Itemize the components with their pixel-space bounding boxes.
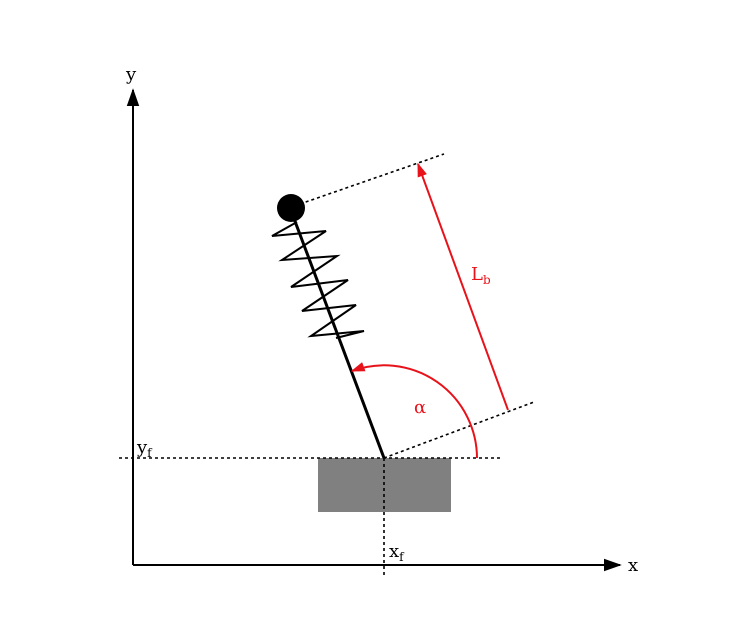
y-axis-label: y: [125, 64, 137, 85]
x-axis-label: x: [628, 555, 638, 576]
foot-position-label: xf: [389, 541, 405, 564]
leg-length-label: Lb: [471, 264, 491, 287]
foot-dimension-extension-line: [383, 401, 535, 459]
foot-height-label: yf: [136, 437, 153, 460]
leg-length-dimension-arrow: [417, 162, 509, 411]
leg-spring-coil: [271, 221, 365, 339]
point-mass: [277, 194, 305, 222]
leg-angle-label: α: [414, 397, 426, 418]
leg-angle-arc: [350, 362, 478, 459]
mass-dimension-extension-line: [299, 153, 445, 205]
